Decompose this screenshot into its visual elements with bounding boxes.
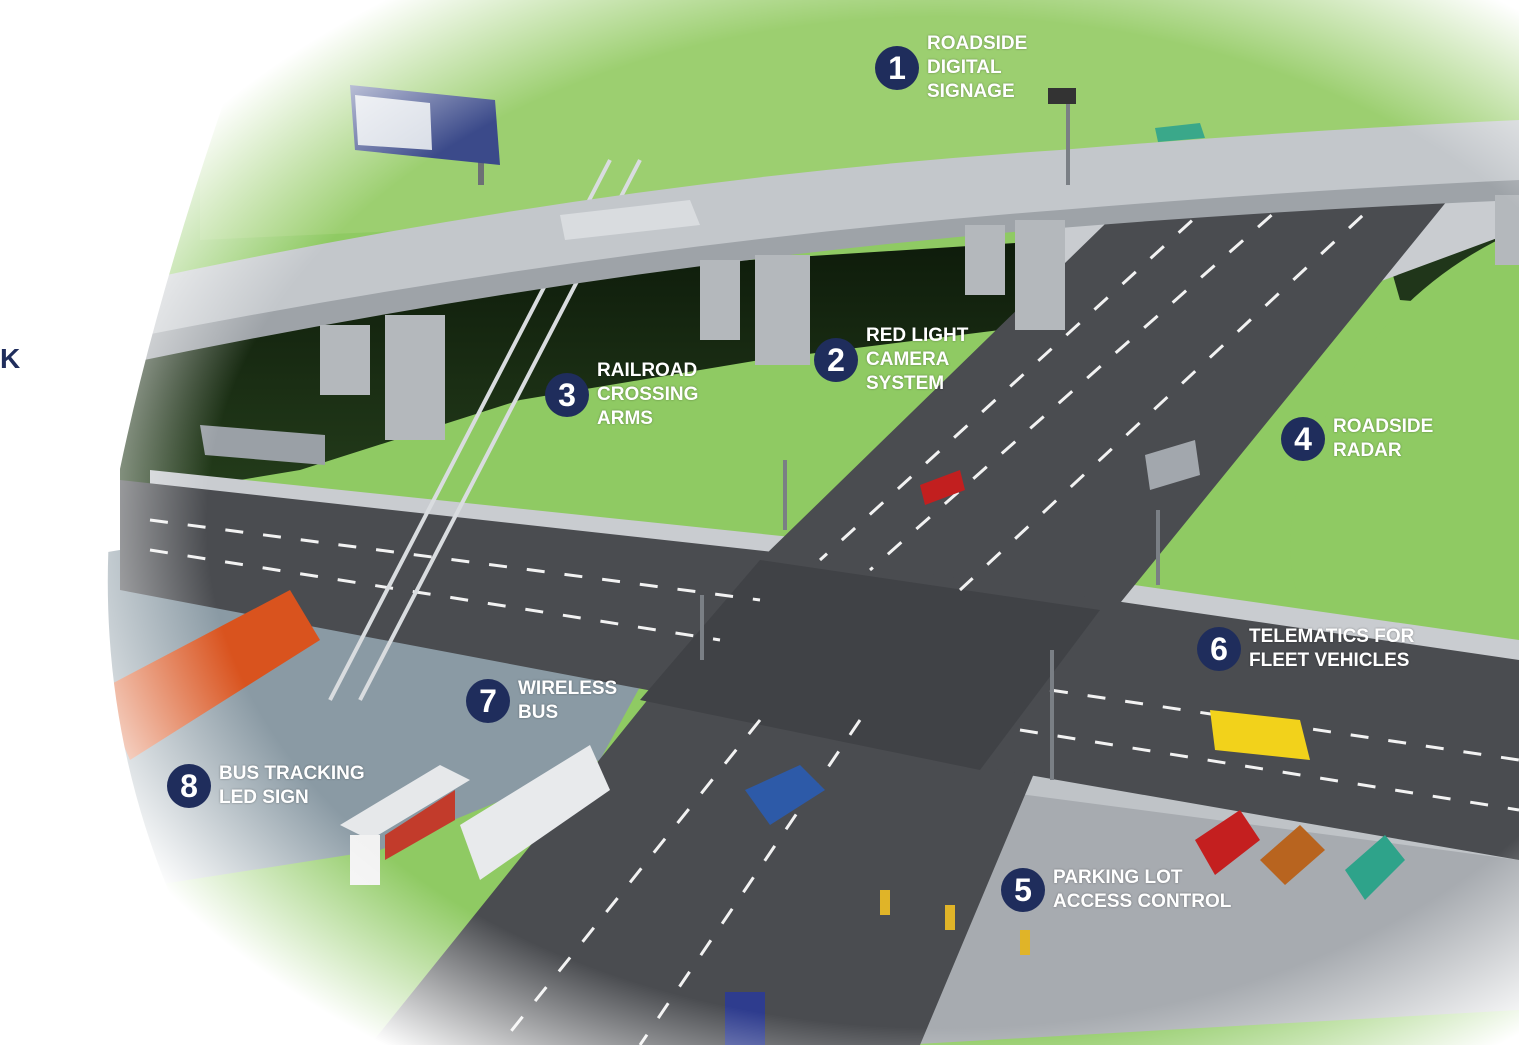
edge-text: K xyxy=(0,343,21,374)
callout-number-badge: 8 xyxy=(167,764,211,808)
callout-number-badge: 7 xyxy=(466,679,510,723)
callout-number-badge: 5 xyxy=(1001,868,1045,912)
callout-number-badge: 6 xyxy=(1197,627,1241,671)
callout-number-badge: 3 xyxy=(545,373,589,417)
left-fade xyxy=(0,0,260,1045)
callout-number-badge: 1 xyxy=(875,46,919,90)
callout-number-badge: 2 xyxy=(814,338,858,382)
callout-number-badge: 4 xyxy=(1281,417,1325,461)
